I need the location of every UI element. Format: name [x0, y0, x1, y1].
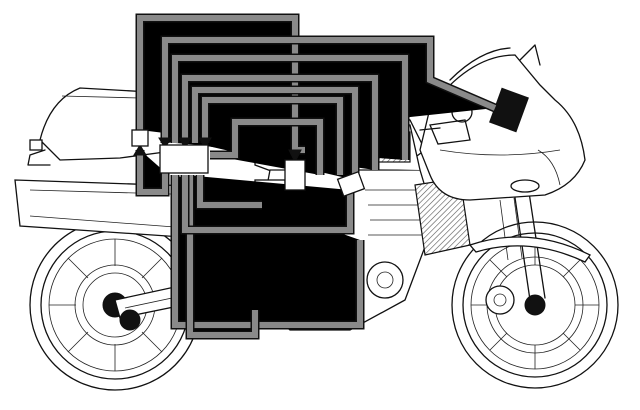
arrow-down-icon — [158, 137, 172, 149]
arrow-up-icon — [133, 144, 147, 156]
arrow-down-icon — [288, 149, 302, 164]
arrow-down-icon — [198, 137, 212, 149]
relay-box — [131, 129, 149, 147]
front-wheel — [451, 221, 619, 389]
injector-sensor — [284, 159, 366, 198]
ecu-box — [159, 144, 209, 174]
arrow-down-icon — [178, 137, 192, 149]
